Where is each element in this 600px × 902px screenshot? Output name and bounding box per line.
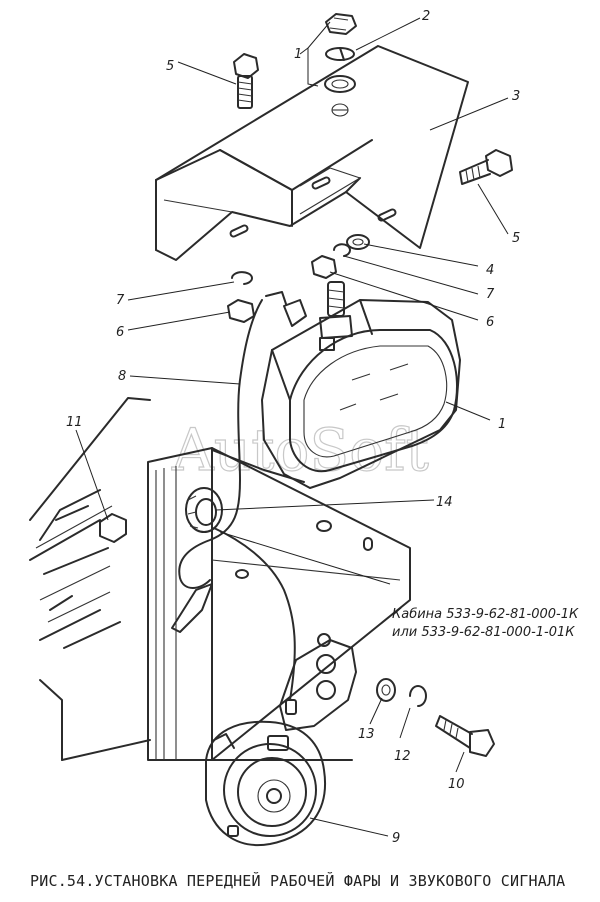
wire-clip (171, 583, 213, 633)
horn-lead (213, 527, 296, 701)
right-fasteners (311, 234, 370, 279)
horn-bracket (279, 633, 357, 731)
callout-1-top: 1 (294, 47, 302, 62)
callout-11: 11 (66, 415, 83, 430)
callout-10: 10 (448, 777, 465, 792)
bracket (155, 45, 469, 261)
leader-lines (75, 17, 509, 837)
washer-12 (409, 685, 427, 707)
cabin-note-line2: или 533-9-62-81-000-1-01К (392, 625, 575, 640)
callout-5-left: 5 (166, 59, 174, 74)
nut-11 (99, 513, 127, 543)
callout-3: 3 (512, 89, 520, 104)
washer-13 (376, 678, 396, 702)
cable (178, 299, 263, 589)
grommet (185, 487, 223, 533)
figure-caption: РИС.54.УСТАНОВКА ПЕРЕДНЕЙ РАБОЧЕЙ ФАРЫ И… (30, 872, 566, 890)
top-nut-assembly (324, 13, 357, 117)
left-fasteners (227, 271, 255, 323)
callout-6-left: 6 (116, 325, 124, 340)
callout-6-right: 6 (486, 315, 494, 330)
callout-12: 12 (394, 749, 411, 764)
callout-7-left: 7 (116, 293, 125, 308)
cabin-note-line1: Кабина 533-9-62-81-000-1К (392, 607, 579, 622)
callout-4: 4 (486, 263, 494, 278)
work-lamp (261, 281, 461, 489)
callout-7-right: 7 (486, 287, 495, 302)
callout-9: 9 (392, 831, 400, 846)
callout-14: 14 (436, 495, 453, 510)
callout-2: 2 (422, 9, 430, 24)
callout-labels: 1 2 3 5 5 4 7 6 7 6 8 1 11 14 13 12 10 9 (66, 9, 520, 846)
horn (205, 720, 326, 847)
bolt-left (233, 53, 259, 109)
callout-1-lamp: 1 (498, 417, 506, 432)
watermark: AutoSoft (171, 416, 429, 484)
callout-13: 13 (358, 727, 375, 742)
callout-8: 8 (118, 369, 126, 384)
bolt-right (459, 149, 513, 185)
bolt-10 (435, 715, 495, 757)
cabin-panel (29, 397, 411, 761)
callout-5-right: 5 (512, 231, 520, 246)
